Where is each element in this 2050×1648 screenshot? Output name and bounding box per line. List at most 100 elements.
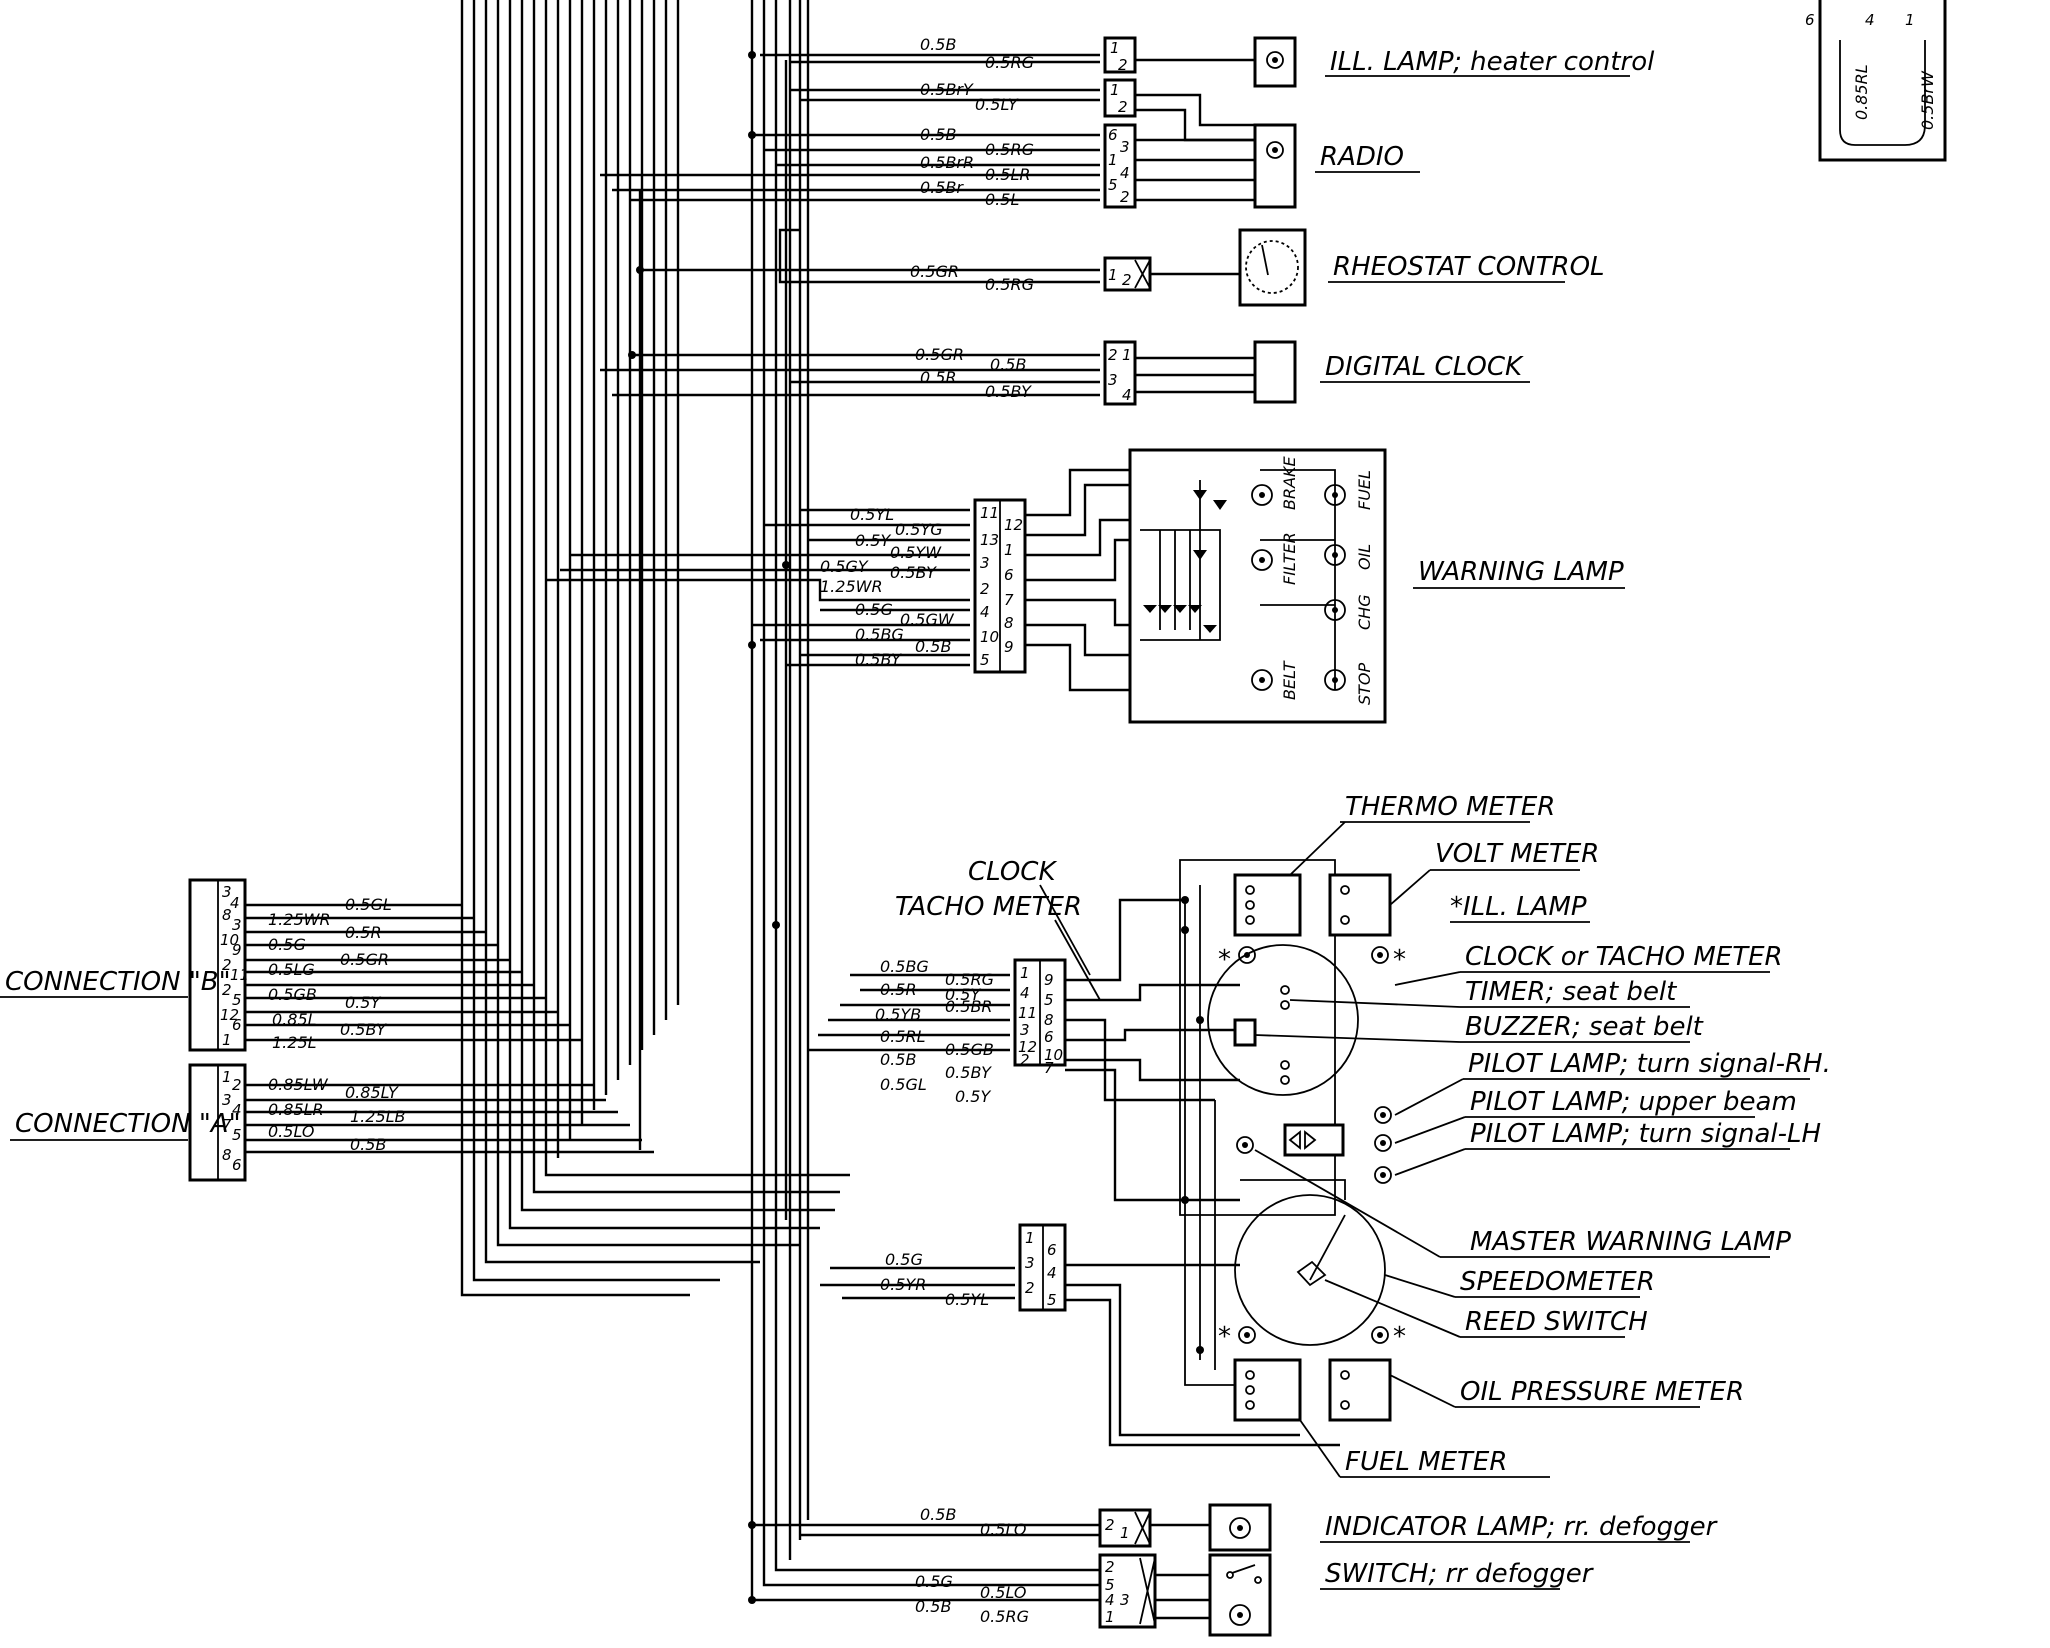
- thermo-meter-label: THERMO METER: [1345, 792, 1555, 822]
- svg-text:0.5BY: 0.5BY: [855, 650, 902, 669]
- svg-text:0.5B: 0.5B: [920, 1505, 956, 1524]
- rheostat-label: RHEOSTAT CONTROL: [1333, 252, 1605, 282]
- svg-text:2: 2: [1118, 98, 1128, 116]
- svg-text:0.5GW: 0.5GW: [900, 610, 955, 629]
- svg-text:0.5BY: 0.5BY: [340, 1020, 387, 1039]
- svg-text:5: 5: [232, 1126, 242, 1144]
- svg-text:6: 6: [1044, 1028, 1054, 1046]
- svg-text:0.5Y: 0.5Y: [855, 531, 891, 550]
- svg-text:0.5GL: 0.5GL: [880, 1075, 927, 1094]
- svg-text:0.5G: 0.5G: [855, 600, 893, 619]
- svg-text:0.85LY: 0.85LY: [345, 1083, 399, 1102]
- svg-text:0.5BG: 0.5BG: [855, 625, 904, 644]
- svg-text:7: 7: [222, 1116, 232, 1134]
- ill-lamp-star-label: *ILL. LAMP: [1450, 892, 1587, 922]
- svg-text:*: *: [1393, 1322, 1406, 1352]
- svg-text:0.5BrY: 0.5BrY: [920, 80, 974, 99]
- svg-text:8: 8: [1044, 1011, 1054, 1029]
- svg-text:9: 9: [1044, 971, 1054, 989]
- svg-text:1: 1: [1020, 964, 1030, 982]
- svg-text:4: 4: [1105, 1591, 1115, 1609]
- svg-text:0.5YR: 0.5YR: [880, 1275, 926, 1294]
- svg-text:4: 4: [1020, 984, 1030, 1002]
- svg-text:1: 1: [1108, 151, 1118, 169]
- svg-text:BELT: BELT: [1280, 660, 1299, 700]
- svg-text:0.5B: 0.5B: [920, 35, 956, 54]
- svg-text:9: 9: [232, 941, 242, 959]
- svg-text:13: 13: [980, 531, 999, 549]
- svg-text:4: 4: [1047, 1264, 1057, 1282]
- junction-dots: [628, 51, 1204, 1604]
- svg-text:10: 10: [1044, 1046, 1063, 1064]
- svg-text:3: 3: [222, 1091, 232, 1109]
- svg-text:0.5BY: 0.5BY: [985, 382, 1032, 401]
- svg-text:*: *: [1218, 1322, 1231, 1352]
- svg-text:0.5LO: 0.5LO: [268, 1122, 314, 1141]
- master-warning-label: MASTER WARNING LAMP: [1470, 1227, 1791, 1257]
- svg-text:0.5B: 0.5B: [915, 1597, 951, 1616]
- svg-text:5: 5: [980, 651, 990, 669]
- svg-text:2: 2: [222, 956, 232, 974]
- svg-text:0.5L: 0.5L: [985, 190, 1019, 209]
- svg-text:8: 8: [222, 1146, 232, 1164]
- svg-text:4: 4: [1122, 386, 1132, 404]
- oil-pressure-label: OIL PRESSURE METER: [1460, 1377, 1744, 1407]
- svg-text:0.5LO: 0.5LO: [980, 1520, 1026, 1539]
- svg-text:8: 8: [1004, 614, 1014, 632]
- svg-text:0.5R: 0.5R: [920, 368, 957, 387]
- pilot-beam-label: PILOT LAMP; upper beam: [1470, 1087, 1797, 1117]
- volt-meter-label: VOLT METER: [1435, 839, 1599, 869]
- svg-text:0.5Br: 0.5Br: [920, 178, 964, 197]
- digital-clock-label: DIGITAL CLOCK: [1325, 352, 1524, 382]
- svg-text:12: 12: [1004, 516, 1023, 534]
- svg-text:0.5BY: 0.5BY: [890, 563, 937, 582]
- svg-text:0.5B: 0.5B: [880, 1050, 916, 1069]
- svg-text:0.5GY: 0.5GY: [820, 557, 869, 576]
- svg-text:0.5RG: 0.5RG: [985, 275, 1034, 294]
- svg-text:FILTER: FILTER: [1280, 532, 1299, 585]
- svg-text:CHG: CHG: [1355, 594, 1374, 630]
- svg-text:7: 7: [1044, 1059, 1054, 1077]
- top-right-connector: 6 4 1 0.85RL 0.5BrW: [1805, 0, 1947, 162]
- svg-text:5: 5: [1105, 1576, 1115, 1594]
- svg-text:4: 4: [1865, 11, 1875, 29]
- radio-label: RADIO: [1320, 142, 1404, 172]
- svg-text:0.5GR: 0.5GR: [340, 950, 389, 969]
- svg-text:3: 3: [222, 883, 232, 901]
- svg-text:6: 6: [1108, 126, 1118, 144]
- connection-b-label: CONNECTION "B": [5, 967, 231, 997]
- svg-text:2: 2: [980, 580, 990, 598]
- svg-text:1: 1: [1120, 1524, 1130, 1542]
- warning-lamp-label: WARNING LAMP: [1418, 557, 1624, 587]
- clock-or-tacho-label: CLOCK or TACHO METER: [1465, 942, 1783, 972]
- svg-text:11: 11: [1018, 1004, 1037, 1022]
- svg-text:1: 1: [1108, 266, 1118, 284]
- svg-text:2: 2: [1105, 1558, 1115, 1576]
- svg-text:0.5Y: 0.5Y: [955, 1087, 991, 1106]
- svg-text:1: 1: [1105, 1608, 1115, 1626]
- svg-text:0.5B: 0.5B: [350, 1135, 386, 1154]
- radio: 6 3 1 4 5 2 0.5B 0.5RG 0.5BrR 0.5LR 0.5B…: [600, 123, 1420, 209]
- svg-text:12: 12: [220, 1006, 239, 1024]
- svg-text:4: 4: [232, 1101, 242, 1119]
- connection-a: 1 2 3 4 7 5 8 6 0.85LW 0.85LY 0.85LR 1.2…: [10, 1063, 654, 1182]
- svg-text:2: 2: [232, 1076, 242, 1094]
- digital-clock: 2 1 3 4 0.5GR 0.5B 0.5R 0.5BY DIGITAL CL…: [600, 340, 1530, 406]
- svg-text:0.5Y: 0.5Y: [345, 993, 381, 1012]
- speedometer-label: SPEEDOMETER: [1460, 1267, 1655, 1297]
- svg-text:0.5BR: 0.5BR: [945, 997, 993, 1016]
- svg-text:7: 7: [1004, 591, 1014, 609]
- svg-text:0.5BG: 0.5BG: [880, 957, 929, 976]
- svg-text:10: 10: [980, 628, 999, 646]
- timer-label: TIMER; seat belt: [1465, 977, 1677, 1007]
- svg-text:11: 11: [230, 966, 249, 984]
- buzzer-label: BUZZER; seat belt: [1465, 1012, 1704, 1042]
- svg-text:5: 5: [1047, 1291, 1057, 1309]
- svg-text:1.25LB: 1.25LB: [350, 1107, 406, 1126]
- svg-text:2: 2: [1025, 1279, 1035, 1297]
- svg-text:0.5G: 0.5G: [885, 1250, 923, 1269]
- svg-text:0.5LG: 0.5LG: [268, 960, 315, 979]
- svg-text:1: 1: [1905, 11, 1915, 29]
- pilot-rh-label: PILOT LAMP; turn signal-RH.: [1468, 1049, 1831, 1079]
- svg-text:5: 5: [232, 991, 242, 1009]
